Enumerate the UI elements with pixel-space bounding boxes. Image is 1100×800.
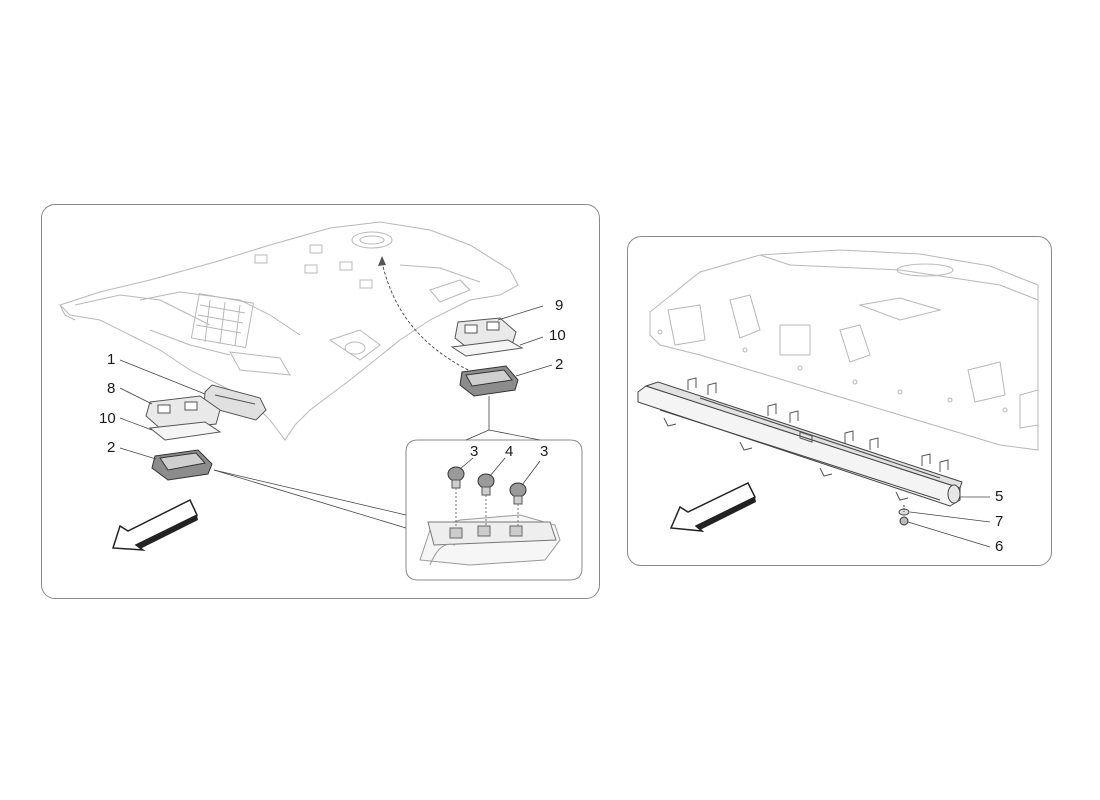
part-8-housing: [146, 396, 220, 430]
part-10-gasket-upper: [452, 340, 522, 356]
part-5-sunblind-rail: [638, 382, 962, 506]
headliner-panel: [60, 222, 518, 440]
leader-lines-left: [120, 306, 552, 528]
callout-1: 1: [107, 351, 116, 368]
callout-3-right: 3: [540, 443, 549, 460]
part-2-lamp-lower: [152, 450, 212, 480]
front-direction-arrow-icon: [113, 500, 198, 550]
callout-7: 7: [995, 513, 1004, 530]
dashed-location-line: [382, 262, 468, 370]
callout-10-upper: 10: [549, 327, 566, 344]
callout-4: 4: [505, 443, 514, 460]
callout-3-left: 3: [470, 443, 479, 460]
callout-8: 8: [107, 380, 116, 397]
leader-lines-right: [908, 497, 990, 547]
callout-10-lower: 10: [99, 410, 116, 427]
part-2-lamp-upper: [460, 366, 518, 396]
callout-5: 5: [995, 488, 1004, 505]
callout-2-lower: 2: [107, 439, 116, 456]
front-direction-arrow-icon: [671, 483, 756, 531]
rear-parcel-shelf: [650, 250, 1038, 450]
part-6-screw: [900, 505, 908, 525]
arrowhead-icon: [378, 256, 386, 266]
part-10-gasket-lower: [150, 422, 220, 440]
detail-inset: [406, 440, 582, 580]
callout-2-upper: 2: [555, 356, 564, 373]
callout-9: 9: [555, 297, 564, 314]
callout-6: 6: [995, 538, 1004, 555]
rail-brackets: [664, 378, 948, 500]
